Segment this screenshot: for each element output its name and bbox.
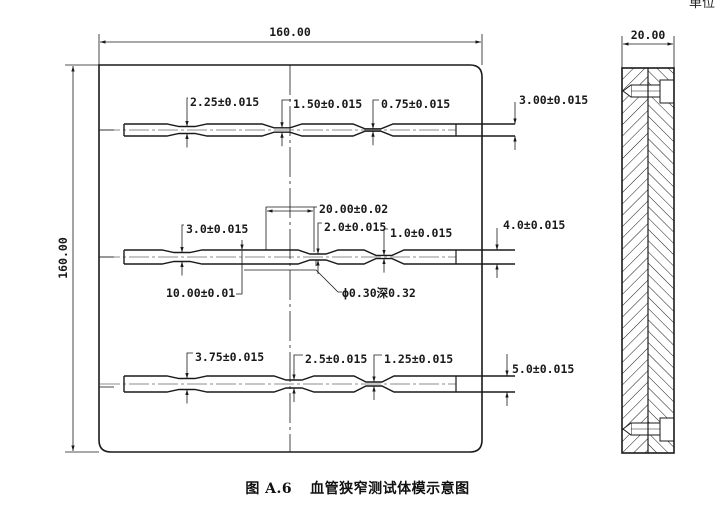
- bottom-inlet-dim: 5.0±0.015: [512, 362, 574, 376]
- leader-line: [181, 224, 184, 235]
- leader-line: [383, 228, 388, 239]
- leader-line: [373, 354, 382, 365]
- top-stenosis-2-dim: 1.50±0.015: [293, 97, 362, 111]
- thickness-dimension: 20.00: [631, 28, 666, 42]
- top-stenosis-1-dim: 2.25±0.015: [190, 95, 259, 109]
- middle-stenosis-1-dim: 3.0±0.015: [186, 222, 248, 236]
- top-inlet-dim: 3.00±0.015: [519, 93, 588, 107]
- side-view: [621, 36, 675, 454]
- offset-leader: [236, 251, 243, 295]
- leader-line: [281, 99, 291, 110]
- middle-stenosis-3-dim: 1.0±0.015: [390, 226, 452, 240]
- caption-number: 图 A.6: [245, 481, 293, 497]
- middle-stenosis-2-dim: 2.0±0.015: [324, 220, 386, 234]
- bottom-stenosis-2-dim: 2.5±0.015: [305, 352, 367, 366]
- bottom-stenosis-3-dim: 1.25±0.015: [384, 352, 453, 366]
- bottom-stenosis-1-dim: 3.75±0.015: [195, 350, 264, 364]
- span-extension-left: [265, 206, 317, 250]
- height-dimension: 160.00: [56, 237, 70, 279]
- top-stenosis-3-dim: 0.75±0.015: [381, 97, 450, 111]
- leader-line: [317, 222, 322, 233]
- middle-hole-dim: ϕ0.30深0.32: [342, 286, 416, 300]
- leader-line: [293, 354, 303, 365]
- caption-title: 血管狭窄测试体模示意图: [310, 481, 470, 497]
- channels: [100, 97, 517, 406]
- leader-line: [186, 352, 193, 363]
- leader-line: [186, 97, 188, 108]
- figure-caption: 图 A.6 血管狭窄测试体模示意图: [0, 478, 715, 498]
- unit-label: 单位: [688, 0, 715, 11]
- plate-outline: [98, 64, 483, 453]
- width-dimension: 160.00: [269, 25, 311, 39]
- hole-leader: [244, 269, 342, 293]
- leader-line: [372, 99, 379, 110]
- middle-inlet-dim: 4.0±0.015: [503, 218, 565, 232]
- middle-span-dim: 20.00±0.02: [319, 202, 388, 216]
- middle-offset-dim: 10.00±0.01: [166, 286, 235, 300]
